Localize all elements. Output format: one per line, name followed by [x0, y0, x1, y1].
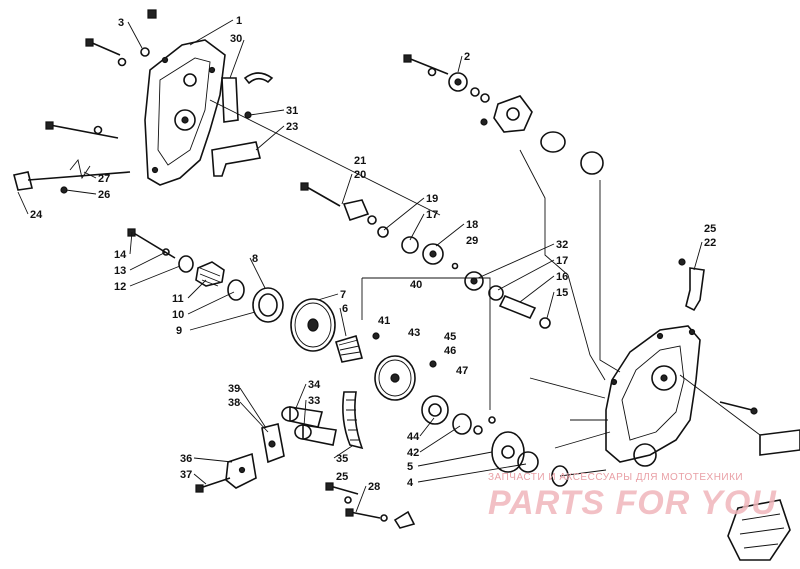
- chain-guide-slider: [243, 72, 274, 85]
- callout-26: 26: [98, 189, 110, 201]
- callout-1: 1: [236, 15, 242, 27]
- bracket-23: [211, 141, 261, 177]
- callout-13: 13: [114, 265, 126, 277]
- callout-labels: 1 2 3 4 5 6 7 8 9 10 11 12 13 14 15 16 1…: [30, 15, 716, 493]
- callout-2: 2: [464, 51, 470, 63]
- callout-38: 38: [228, 397, 240, 409]
- callout-20: 20: [354, 169, 366, 181]
- callout-21: 21: [354, 155, 366, 167]
- output-shaft: [719, 401, 800, 456]
- callout-7: 7: [340, 289, 346, 301]
- tensioner-stack: [300, 182, 551, 329]
- callout-45: 45: [444, 331, 456, 343]
- callout-10: 10: [172, 309, 184, 321]
- callout-42: 42: [407, 447, 419, 459]
- callout-43: 43: [408, 327, 420, 339]
- callout-28: 28: [368, 481, 380, 493]
- tensioner-rollers: [281, 406, 337, 446]
- reference-lines: [209, 99, 761, 477]
- callout-44: 44: [407, 431, 420, 443]
- tensioner-bracket-39: [261, 423, 285, 464]
- label-leaders: [17, 19, 703, 513]
- shift-rod-24: [13, 158, 131, 194]
- driven-sprocket-43: [372, 332, 437, 401]
- callout-15: 15: [556, 287, 568, 299]
- callout-4: 4: [407, 477, 414, 489]
- callout-25b: 25: [336, 471, 348, 483]
- callout-27: 27: [98, 173, 110, 185]
- upper-left-bolts: [45, 9, 252, 139]
- clutch-spring-stack: [127, 228, 284, 323]
- callout-40: 40: [410, 279, 422, 291]
- callout-9: 9: [176, 325, 182, 337]
- callout-11: 11: [172, 293, 184, 305]
- brake-caliper-22: [678, 258, 705, 312]
- callout-16: 16: [556, 271, 568, 283]
- cover-bracket-30: [221, 77, 239, 123]
- callout-17b: 17: [556, 255, 568, 267]
- callout-32: 32: [556, 239, 568, 251]
- callout-30: 30: [230, 33, 242, 45]
- lower-bolts: [325, 482, 416, 529]
- callout-36: 36: [180, 453, 192, 465]
- callout-23: 23: [286, 121, 298, 133]
- callout-22: 22: [704, 237, 716, 249]
- callout-24: 24: [30, 209, 43, 221]
- callout-25a: 25: [704, 223, 716, 235]
- callout-29: 29: [466, 235, 478, 247]
- callout-33: 33: [308, 395, 320, 407]
- sprocket-hub-6: [335, 334, 363, 363]
- upper-sprocket-stack: [403, 54, 604, 175]
- callout-8: 8: [252, 253, 258, 265]
- callout-3: 3: [118, 17, 124, 29]
- drive-chain-35: [342, 391, 364, 450]
- callout-34: 34: [308, 379, 321, 391]
- callout-47: 47: [456, 365, 468, 377]
- chaincase-cover: [144, 39, 226, 186]
- callout-35: 35: [336, 453, 348, 465]
- drive-sprocket-7: [290, 298, 336, 352]
- callout-39: 39: [228, 383, 240, 395]
- callout-14: 14: [114, 249, 127, 261]
- lower-right-gear-assembly: [727, 499, 791, 561]
- callout-46: 46: [444, 345, 456, 357]
- callout-37: 37: [180, 469, 192, 481]
- callout-18: 18: [466, 219, 478, 231]
- callout-5: 5: [407, 461, 413, 473]
- callout-19: 19: [426, 193, 438, 205]
- callout-6: 6: [342, 303, 348, 315]
- callout-41: 41: [378, 315, 390, 327]
- chaincase-housing: [605, 325, 701, 467]
- tensioner-base-36: [195, 452, 257, 493]
- callout-17a: 17: [426, 209, 438, 221]
- callout-31: 31: [286, 105, 298, 117]
- bearing-flange-stack: [421, 395, 569, 487]
- callout-12: 12: [114, 281, 126, 293]
